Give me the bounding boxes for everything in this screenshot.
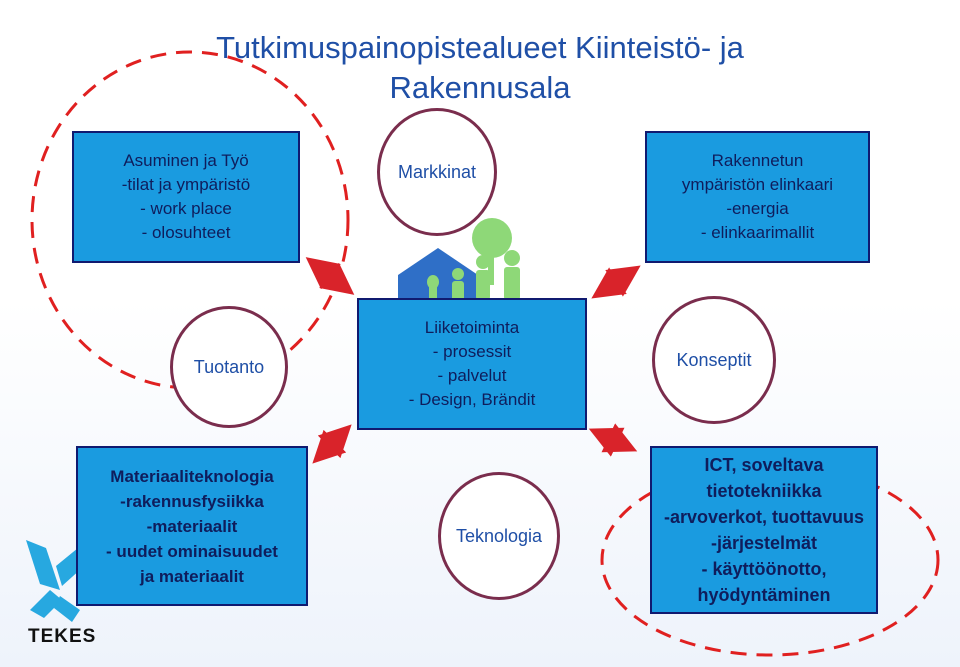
box-ict-line: -arvoverkot, tuottavuus (663, 507, 865, 527)
box-rakennetun-line: -energia (726, 199, 789, 218)
box-ict-line: - käyttöönotto, (701, 559, 827, 579)
box-rakennetun-line: Rakennetun (711, 151, 804, 170)
box-ict-line: -järjestelmät (710, 533, 818, 553)
box-materiaali-line: Materiaaliteknologia (110, 466, 274, 486)
circle-tuotanto: Tuotanto (170, 306, 288, 428)
arrow-liiketoiminta-rakennetun (591, 265, 641, 299)
box-ict-line: ICT, soveltava (704, 455, 824, 475)
box-liiketoiminta-line: Liiketoiminta (424, 318, 520, 337)
box-asuminen-line: - work place (140, 199, 232, 218)
box-asuminen-line: -tilat ja ympäristö (121, 175, 251, 194)
box-ict-line: hyödyntäminen (697, 585, 831, 605)
dashed-circle-left (30, 50, 350, 390)
tekes-logo-mark (26, 540, 82, 622)
arrow-markkinat-liiketoiminta (305, 257, 355, 295)
box-asuminen-ja-tyo: Asuminen ja Työ -tilat ja ympäristö - wo… (72, 131, 300, 263)
box-materiaali-line: -rakennusfysiikka (120, 491, 264, 511)
box-asuminen-line: Asuminen ja Työ (123, 151, 249, 170)
box-rakennetun-line: - elinkaarimallit (700, 223, 815, 242)
box-materiaaliteknologia: Materiaaliteknologia -rakennusfysiikka -… (76, 446, 308, 606)
box-materiaali-line: ja materiaalit (140, 566, 244, 586)
circle-konseptit: Konseptit (652, 296, 776, 424)
box-materiaali-line: - uudet ominaisuudet (106, 541, 278, 561)
arrow-liiketoiminta-materiaali (312, 424, 352, 464)
tekes-logo-text: TEKES (28, 626, 97, 647)
box-materiaali-line: -materiaalit (146, 516, 238, 536)
arrow-liiketoiminta-ict (588, 423, 638, 457)
diagram-title: Tutkimuspainopistealueet Kiinteistö- ja … (120, 28, 840, 108)
box-rakennetun-line: ympäristön elinkaari (681, 175, 834, 194)
box-ict: ICT, soveltava tietotekniikka -arvoverko… (650, 446, 878, 614)
circle-markkinat-label: Markkinat (397, 161, 477, 182)
circle-konseptit-label: Konseptit (676, 349, 752, 370)
title-line-1: Tutkimuspainopistealueet Kiinteistö- ja (216, 30, 744, 65)
title-line-2: Rakennusala (389, 70, 571, 105)
box-liiketoiminta-line: - Design, Brändit (408, 390, 536, 409)
box-asuminen-line: - olosuhteet (141, 223, 231, 242)
box-ict-line: tietotekniikka (706, 481, 822, 501)
circle-tuotanto-label: Tuotanto (193, 356, 265, 377)
box-liiketoiminta-line: - palvelut (437, 366, 507, 385)
box-liiketoiminta: Liiketoiminta - prosessit - palvelut - D… (357, 298, 587, 430)
box-rakennetun-ymparisto: Rakennetun ympäristön elinkaari -energia… (645, 131, 870, 263)
box-liiketoiminta-line: - prosessit (432, 342, 512, 361)
circle-markkinat: Markkinat (377, 108, 497, 236)
house-people-illustration (398, 218, 520, 305)
circle-teknologia: Teknologia (438, 472, 560, 600)
circle-teknologia-label: Teknologia (455, 525, 543, 546)
